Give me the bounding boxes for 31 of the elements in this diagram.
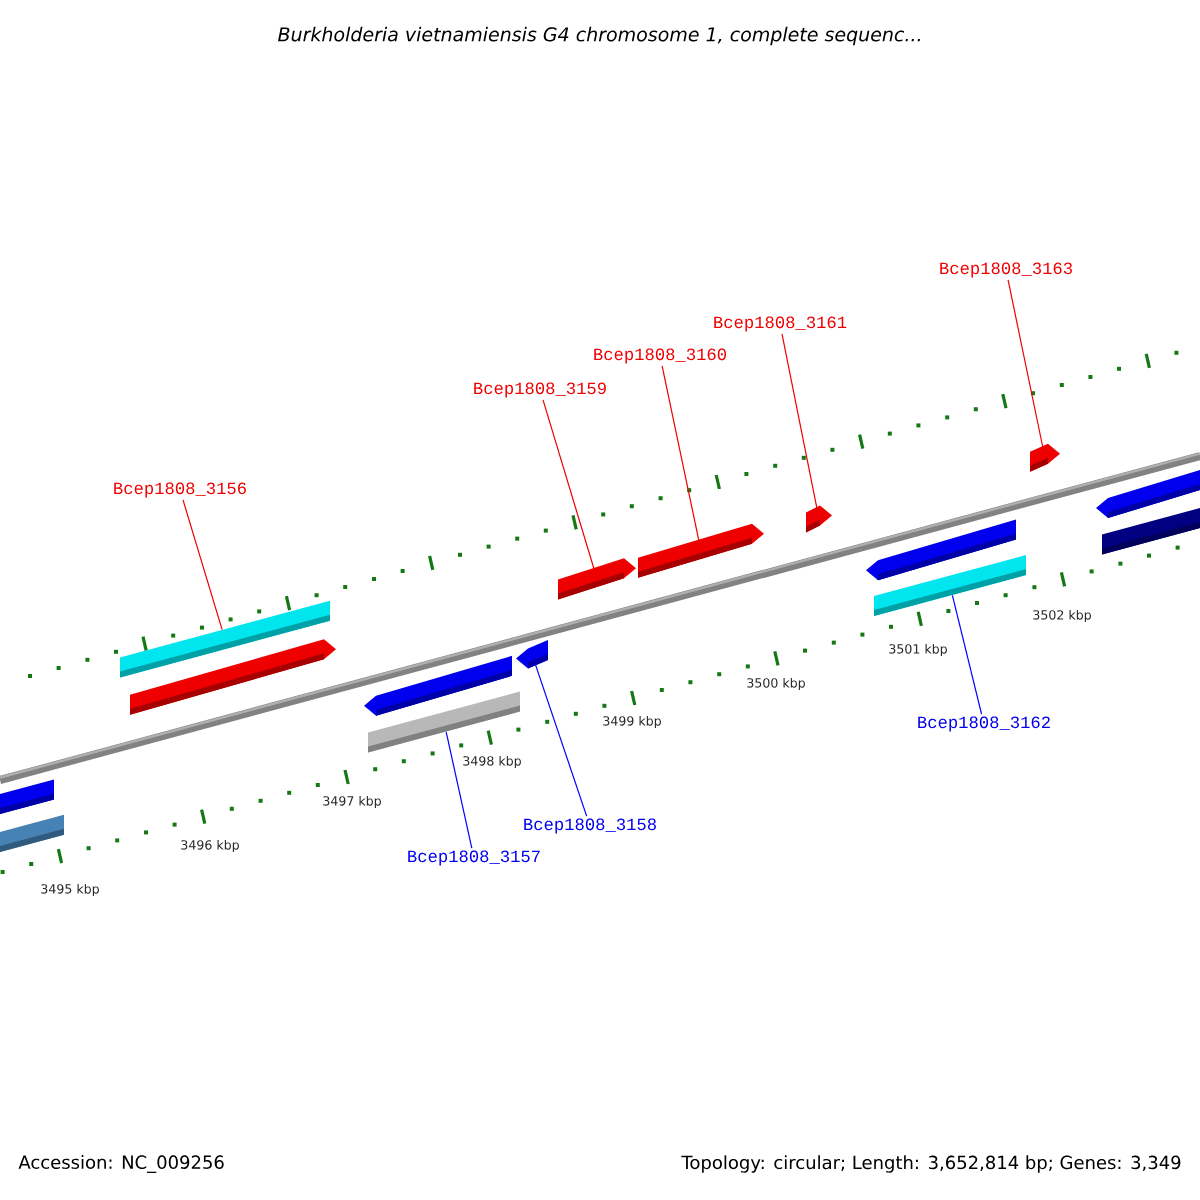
gene-feature: [1030, 443, 1060, 472]
gene-feature: [874, 555, 1026, 616]
gene-label: Bcep1808_3158: [524, 818, 656, 834]
leader-line: [445, 731, 473, 849]
gene-label: Bcep1808_3156: [114, 482, 246, 498]
gene-feature: [558, 558, 636, 600]
gene-feature: [368, 691, 520, 753]
gene-label: Bcep1808_3161: [714, 316, 847, 332]
gene-label: Bcep1808_3162: [918, 716, 1050, 732]
gene-label: Bcep1808_3157: [408, 850, 540, 866]
leader-line: [781, 333, 818, 510]
leader-line: [534, 663, 588, 817]
gene-feature: [130, 639, 336, 715]
gene-feature: [806, 505, 832, 533]
gene-feature: [516, 640, 548, 669]
leader-line: [661, 365, 700, 542]
leader-line: [542, 399, 595, 570]
gene-feature: [1102, 508, 1200, 555]
leader-line: [951, 594, 983, 715]
gene-label: Bcep1808_3163: [940, 262, 1072, 278]
gene-feature: [1096, 470, 1200, 518]
leader-line: [1007, 279, 1044, 449]
title: Burkholderia vietnamiensis G4 chromosome 1, complete sequenc...: [278, 26, 920, 46]
gene-label: Bcep1808_3159: [474, 382, 606, 398]
leader-line: [182, 499, 223, 631]
footer-text: Topology: circular; Length: 3,652,814 bp; Genes: 3,349: [681, 1155, 1181, 1173]
footer-text: Accession: NC_009256: [18, 1155, 224, 1173]
gene-feature: [638, 523, 764, 578]
gene-label: Bcep1808_3160: [594, 348, 726, 364]
gene-feature: [0, 779, 54, 814]
gene-feature: [0, 814, 64, 852]
